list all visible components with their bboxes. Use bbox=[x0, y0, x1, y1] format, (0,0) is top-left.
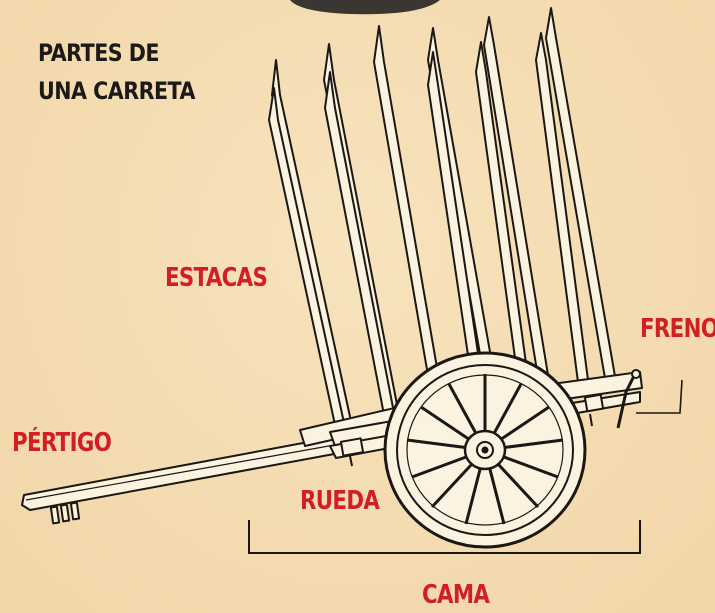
stakes-group bbox=[268, 7, 617, 438]
stake-11 bbox=[545, 7, 617, 385]
label-rueda: RUEDA bbox=[300, 486, 380, 516]
wheel bbox=[383, 351, 587, 549]
top-shadow bbox=[290, 0, 440, 15]
label-pertigo: PÉRTIGO bbox=[12, 428, 112, 458]
title-line-2: UNA CARRETA bbox=[38, 77, 195, 105]
stake-10 bbox=[535, 32, 589, 383]
stake-4 bbox=[324, 71, 396, 421]
stake-7 bbox=[427, 51, 483, 383]
stake-2 bbox=[268, 87, 347, 435]
stake-9 bbox=[475, 41, 529, 381]
label-estacas: ESTACAS bbox=[165, 263, 268, 293]
stake-8 bbox=[483, 16, 549, 378]
brake bbox=[616, 369, 683, 429]
label-freno: FRENO bbox=[640, 314, 715, 344]
label-cama: CAMA bbox=[422, 580, 490, 610]
title-line-1: PARTES DE bbox=[38, 39, 160, 67]
diagram-title: PARTES DE UNA CARRETA bbox=[38, 34, 195, 110]
cama-bracket bbox=[248, 520, 641, 554]
stake-6 bbox=[427, 27, 496, 383]
stake-5 bbox=[373, 25, 441, 388]
